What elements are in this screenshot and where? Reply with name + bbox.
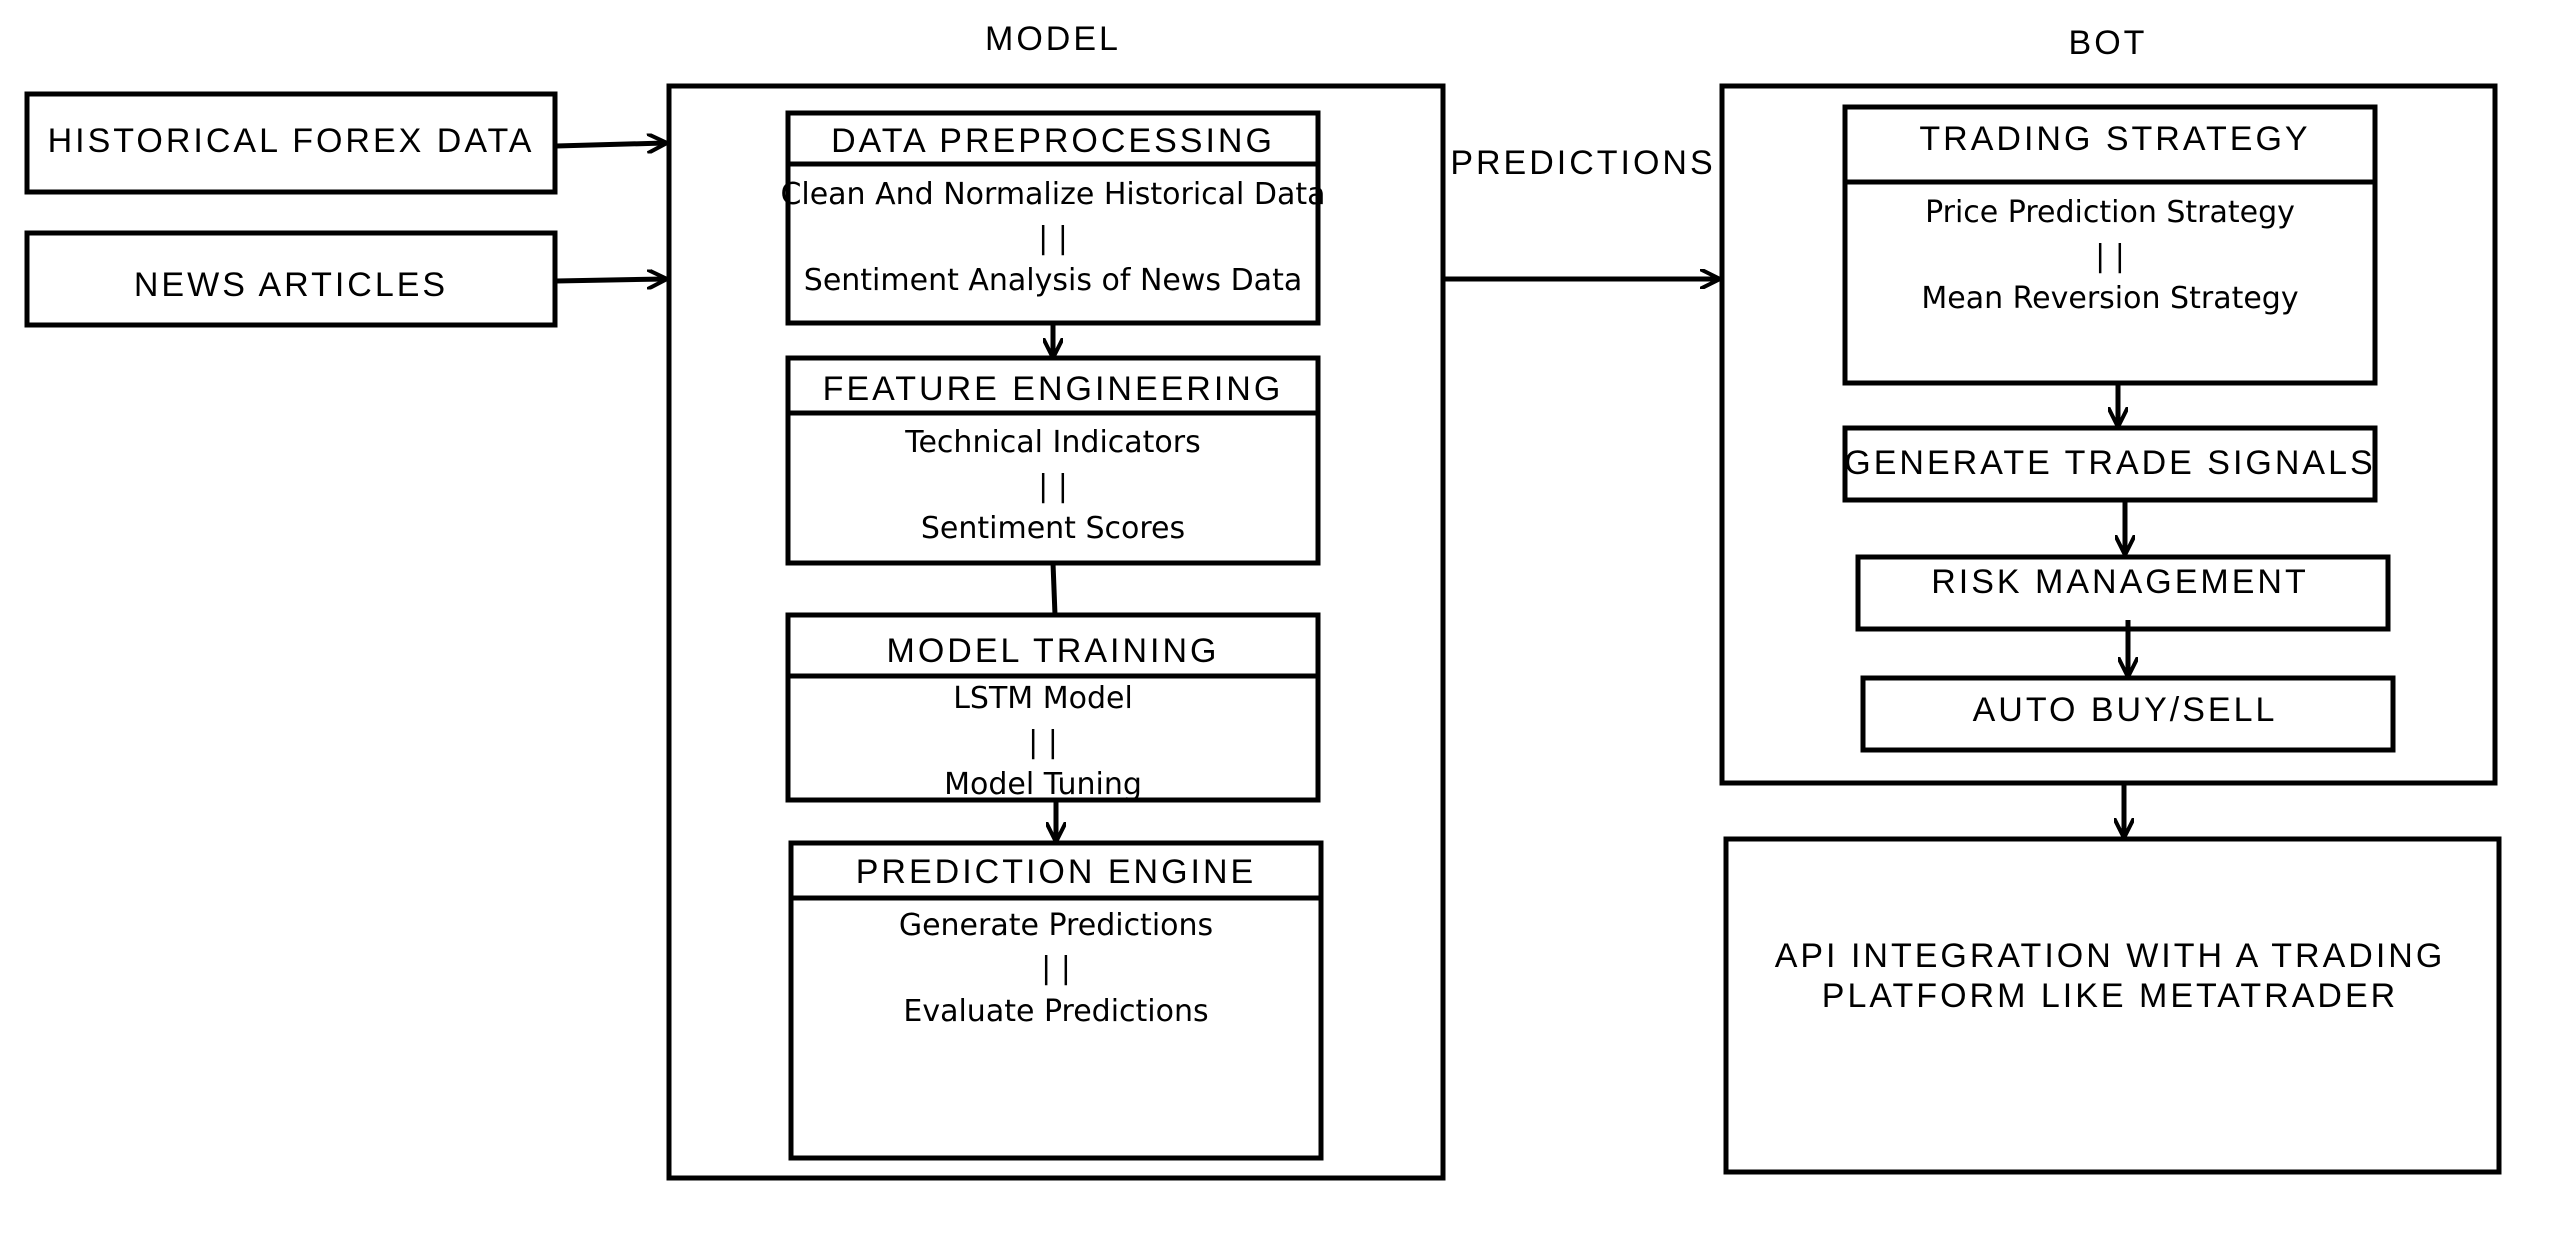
bot-section-title: BOT xyxy=(2069,24,2148,62)
block-title: RISK MANAGEMENT xyxy=(1931,563,2308,601)
input-label: HISTORICAL FOREX DATA xyxy=(48,122,535,160)
block-line: Model Tuning xyxy=(944,767,1142,802)
block-title: MODEL TRAINING xyxy=(887,632,1220,670)
block-line: Clean And Normalize Historical Data xyxy=(780,177,1325,212)
predictions-label: PREDICTIONS xyxy=(1450,144,1715,182)
block-separator: | | xyxy=(1041,951,1071,986)
block-title: PREDICTION ENGINE xyxy=(856,853,1256,891)
block-separator: | | xyxy=(1038,221,1068,256)
block-auto-buy-sell: AUTO BUY/SELL xyxy=(1860,675,2396,753)
block-trading-strategy: TRADING STRATEGY Price Prediction Strate… xyxy=(1842,104,2378,386)
block-line: LSTM Model xyxy=(953,681,1133,716)
input-news-articles: NEWS ARTICLES xyxy=(24,230,558,328)
block-data-preprocessing: DATA PREPROCESSING Clean And Normalize H… xyxy=(780,110,1326,326)
block-title: FEATURE ENGINEERING xyxy=(823,370,1284,408)
api-line-2: PLATFORM LIKE METATRADER xyxy=(1822,977,2398,1015)
block-title: AUTO BUY/SELL xyxy=(1973,691,2278,729)
block-line: Mean Reversion Strategy xyxy=(1921,281,2298,316)
connector-features-to-training xyxy=(1050,562,1058,616)
block-generate-trade-signals: GENERATE TRADE SIGNALS xyxy=(1842,425,2378,503)
block-model-training: MODEL TRAINING LSTM Model | | Model Tuni… xyxy=(785,612,1321,803)
input-historical-forex-data: HISTORICAL FOREX DATA xyxy=(24,91,558,195)
block-separator: | | xyxy=(1028,725,1058,760)
block-prediction-engine: PREDICTION ENGINE Generate Predictions |… xyxy=(788,840,1324,1161)
block-line: Sentiment Scores xyxy=(921,511,1185,546)
block-title: TRADING STRATEGY xyxy=(1919,120,2310,158)
block-line: Generate Predictions xyxy=(899,908,1213,943)
block-title: DATA PREPROCESSING xyxy=(831,122,1275,160)
block-line: Price Prediction Strategy xyxy=(1925,195,2295,230)
api-line-1: API INTEGRATION WITH A TRADING xyxy=(1775,937,2446,975)
arrow-news-to-model xyxy=(555,279,665,281)
arrow-forex-to-model xyxy=(555,143,665,146)
block-title: GENERATE TRADE SIGNALS xyxy=(1844,444,2375,482)
block-separator: | | xyxy=(2095,239,2125,274)
block-feature-engineering: FEATURE ENGINEERING Technical Indicators… xyxy=(785,355,1321,566)
model-section-title: MODEL xyxy=(985,20,1121,58)
block-line: Evaluate Predictions xyxy=(903,994,1208,1029)
block-separator: | | xyxy=(1038,469,1068,504)
block-line: Sentiment Analysis of News Data xyxy=(804,263,1302,298)
block-risk-management: RISK MANAGEMENT xyxy=(1855,554,2391,632)
input-label: NEWS ARTICLES xyxy=(134,266,448,304)
block-api-integration: API INTEGRATION WITH A TRADING PLATFORM … xyxy=(1723,836,2502,1175)
block-line: Technical Indicators xyxy=(904,425,1201,460)
